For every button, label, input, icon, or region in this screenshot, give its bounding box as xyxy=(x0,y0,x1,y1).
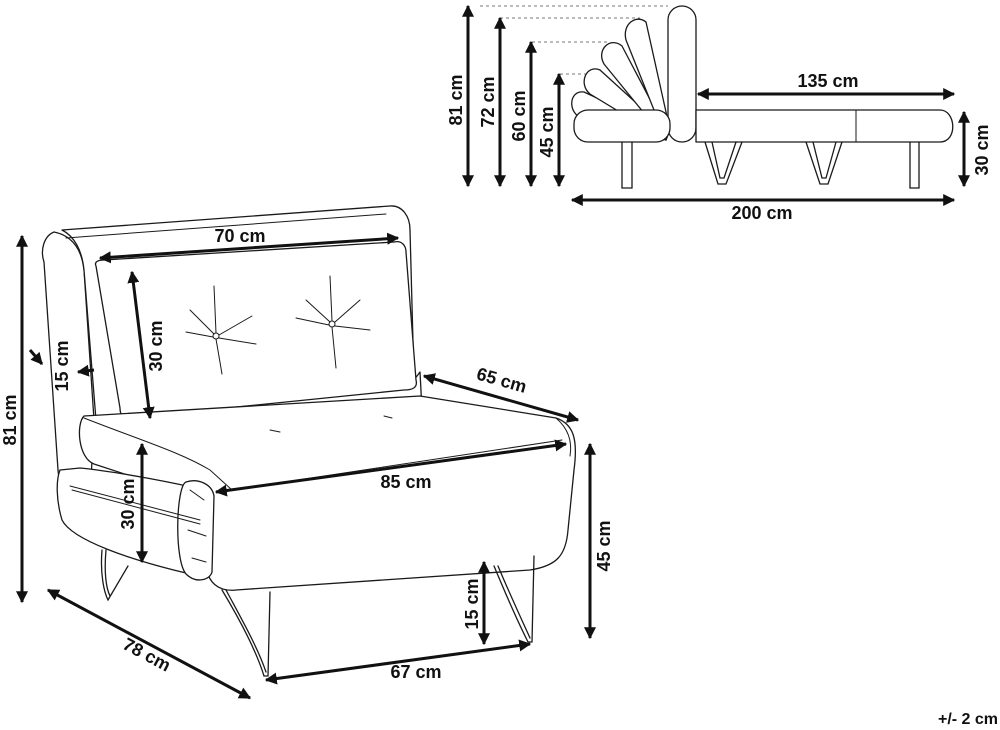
side-leg-3 xyxy=(805,141,843,185)
side-view-dimension-labels: 81 cm 72 cm 60 cm 45 cm 135 cm 30 cm 200… xyxy=(446,71,992,223)
label-height-81: 81 cm xyxy=(446,74,466,125)
label-armrest-thickness: 15 cm xyxy=(52,340,72,391)
label-total-length: 200 cm xyxy=(731,203,792,223)
front-view-drawing xyxy=(41,205,577,677)
label-height-60: 60 cm xyxy=(509,90,529,141)
label-backrest-width: 70 cm xyxy=(214,226,265,246)
seat-cushion-side xyxy=(573,109,671,143)
front-leg-left-front xyxy=(221,589,271,677)
side-view-drawing xyxy=(480,5,954,189)
label-mattress-height: 30 cm xyxy=(972,124,992,175)
cushion-tufting-left xyxy=(185,285,257,375)
label-seat-height: 45 cm xyxy=(594,520,614,571)
label-height-45: 45 cm xyxy=(537,106,557,157)
seat-side-bolster xyxy=(177,480,215,581)
label-total-depth: 78 cm xyxy=(120,634,174,676)
cushion-tufting-right xyxy=(295,275,371,369)
label-leg-height: 15 cm xyxy=(462,578,482,629)
label-seat-width: 85 cm xyxy=(380,472,431,492)
label-bed-length: 135 cm xyxy=(797,71,858,91)
front-view-dimension-lines xyxy=(15,232,596,700)
label-height-72: 72 cm xyxy=(478,76,498,127)
front-leg-left-back xyxy=(100,549,129,602)
tolerance-note: +/- 2 cm xyxy=(938,711,998,728)
label-cushion-height: 30 cm xyxy=(146,320,166,371)
label-total-height: 81 cm xyxy=(0,394,20,445)
side-view-dimension-lines xyxy=(462,4,970,206)
label-seat-thickness: 30 cm xyxy=(118,478,138,529)
upright-backrest xyxy=(667,5,697,143)
side-leg-2 xyxy=(704,141,743,185)
bed-mattress xyxy=(695,109,954,143)
label-leg-spacing: 67 cm xyxy=(390,662,441,682)
